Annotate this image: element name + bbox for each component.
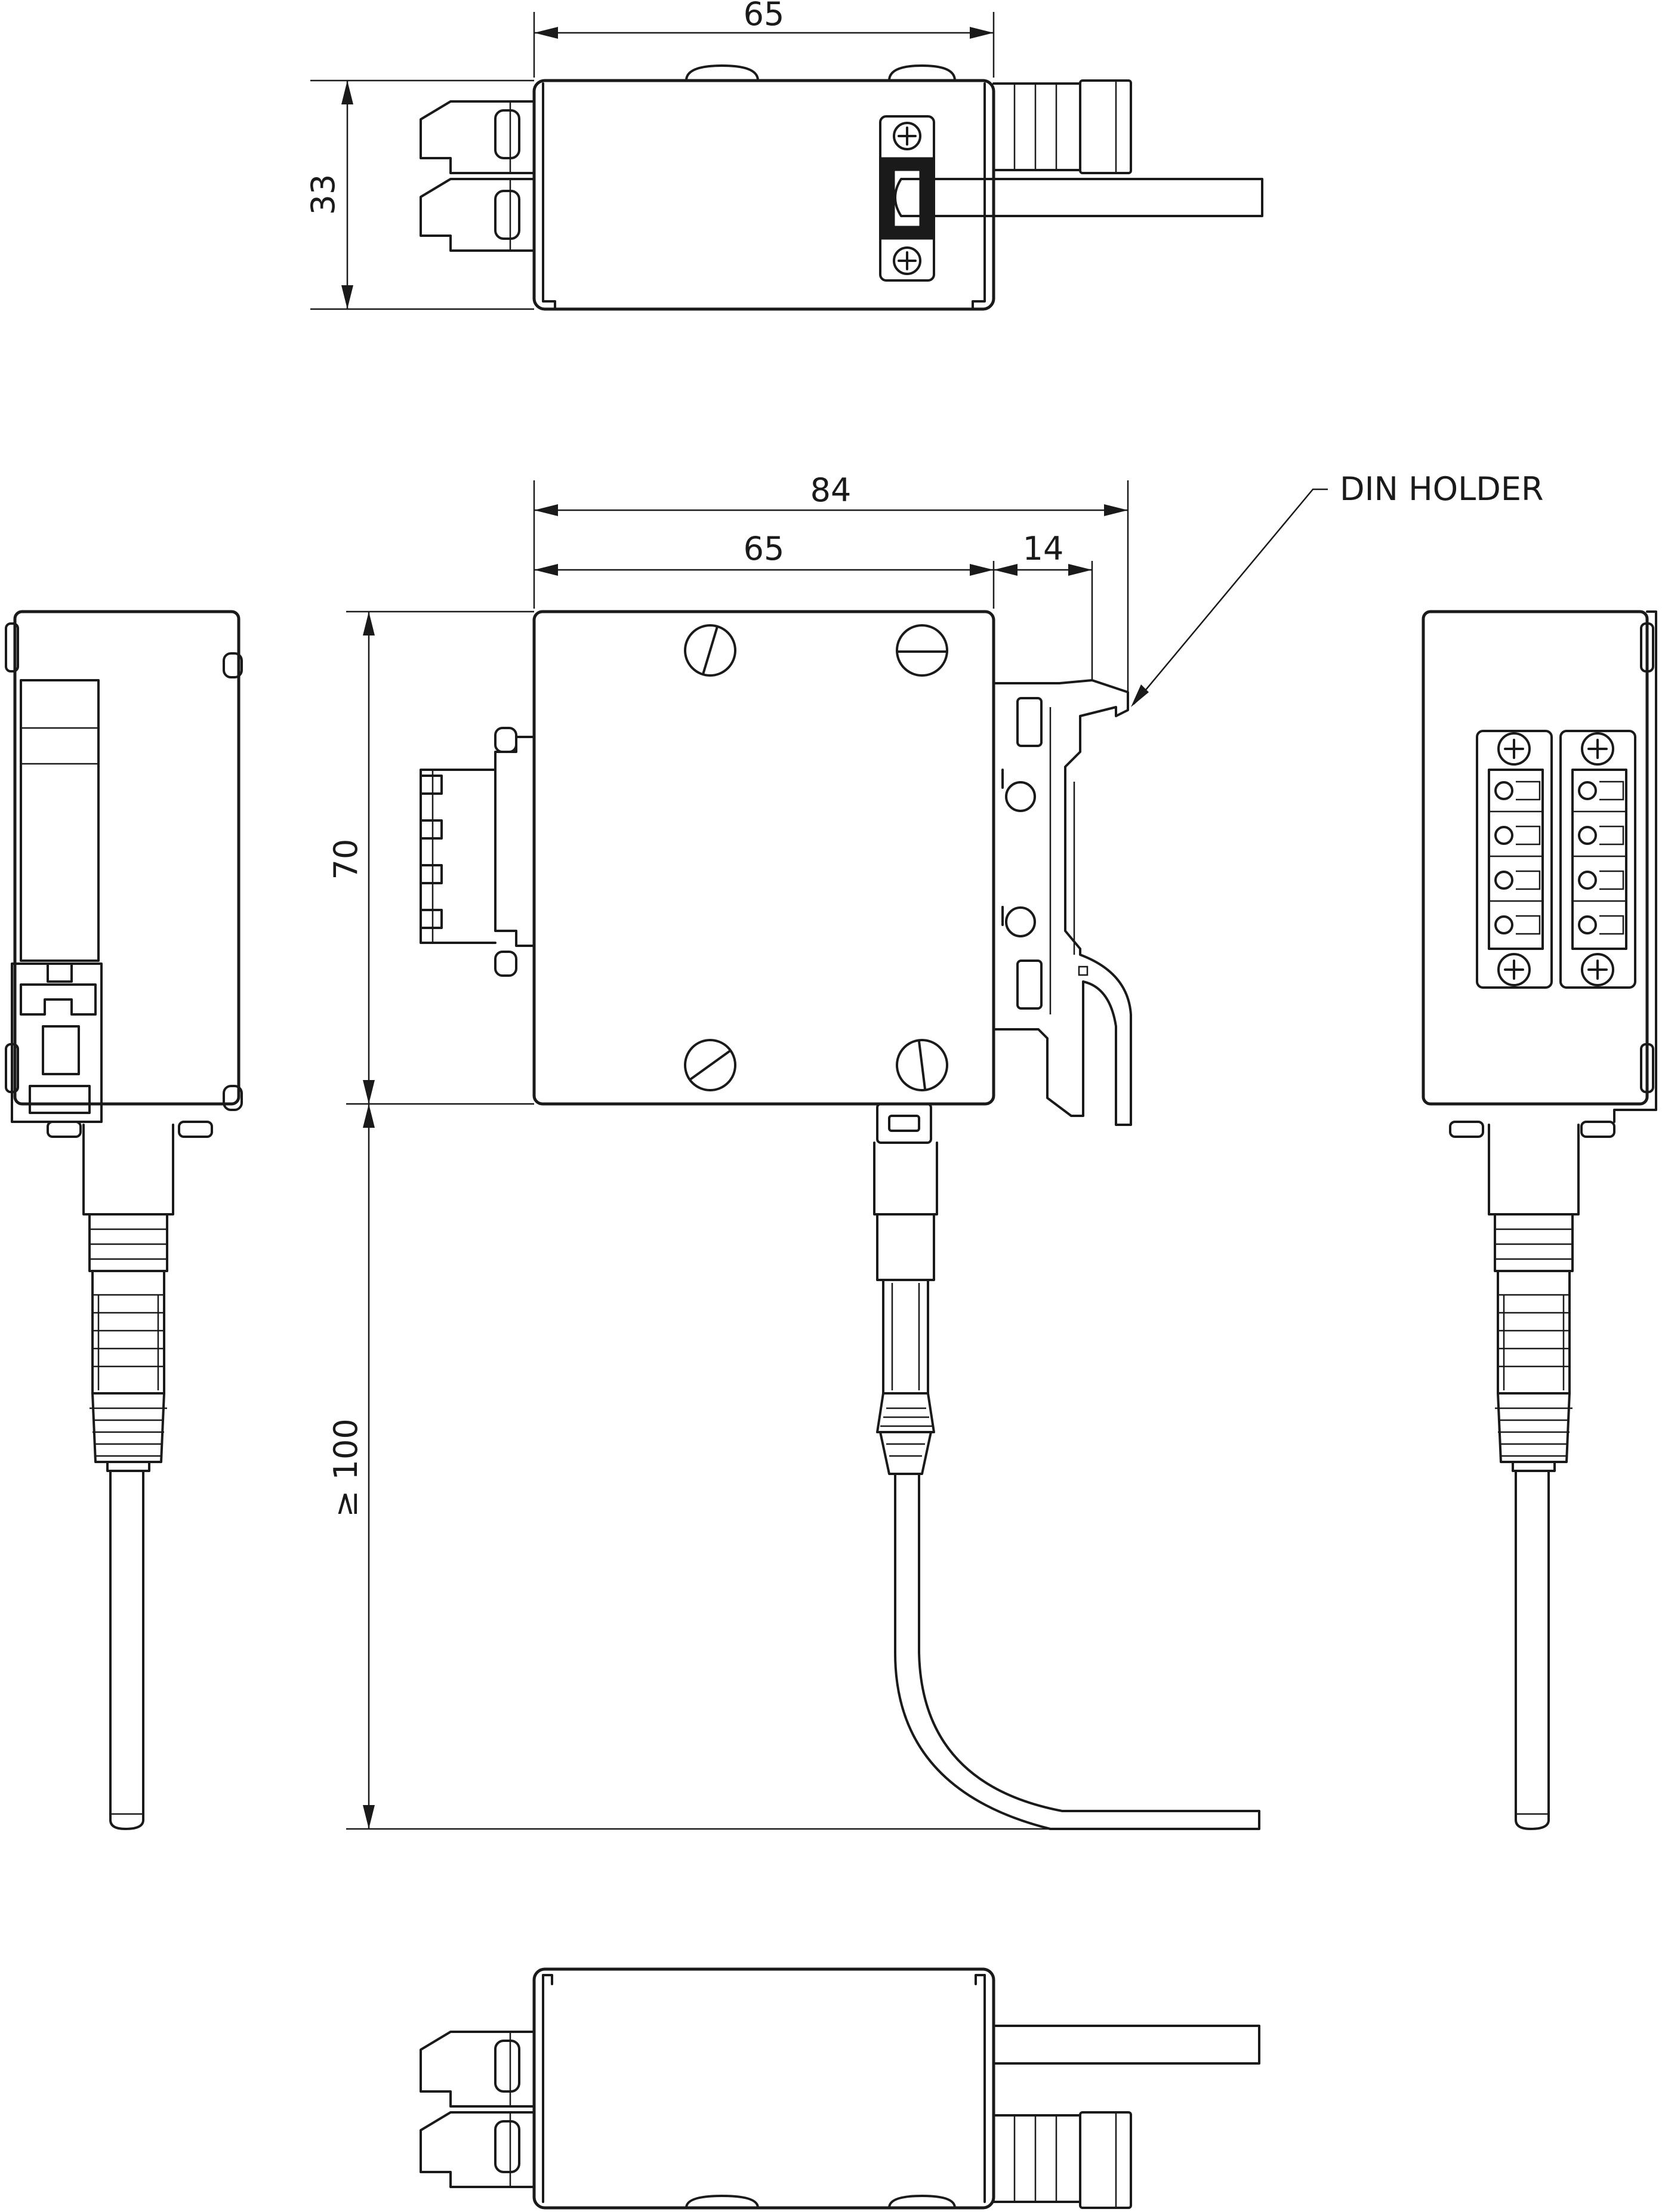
front-left-terminal	[420, 727, 535, 977]
bottom-right-plug	[992, 2111, 1132, 2209]
top-panel-connector	[879, 115, 935, 282]
top-left-connectors	[420, 100, 535, 252]
top-width-dimension: 65	[533, 0, 995, 78]
cable-length-label: ≥ 100	[327, 1418, 365, 1517]
right-terminal-blocks	[1476, 730, 1636, 989]
front-din-holder	[992, 679, 1132, 1126]
top-width-label: 65	[744, 0, 785, 33]
top-right-plug	[992, 79, 1132, 174]
top-view: 65 33	[304, 0, 1263, 311]
bottom-view	[420, 1967, 1260, 2210]
front-height-label: 70	[327, 839, 365, 880]
front-cable	[873, 1103, 1260, 1830]
front-view: 84 65 14 DIN HOLDER 70	[327, 470, 1543, 1830]
front-total-width-label: 84	[810, 471, 852, 509]
front-holder-width-label: 14	[1023, 530, 1064, 567]
din-holder-callout: DIN HOLDER	[1131, 470, 1543, 707]
top-height-dimension: 33	[304, 79, 534, 310]
front-body-width-label: 65	[744, 530, 785, 567]
din-holder-label: DIN HOLDER	[1340, 470, 1543, 508]
bottom-left-connectors	[420, 2031, 535, 2188]
front-height-dimension: 70	[327, 610, 534, 1105]
front-housing-screws	[684, 624, 948, 1091]
top-height-label: 33	[304, 174, 342, 215]
right-side-view	[1422, 610, 1657, 1830]
cable-length-dimension: ≥ 100	[327, 1104, 1259, 1830]
left-side-view	[5, 610, 243, 1830]
front-dimensions: 84 65 14	[533, 471, 1129, 692]
